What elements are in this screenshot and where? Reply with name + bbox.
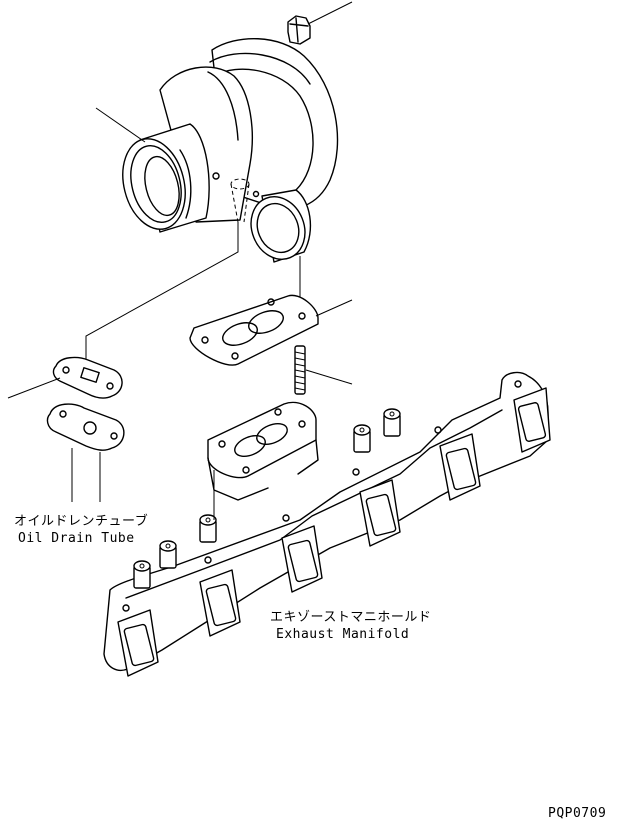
- exhaust-manifold-label-en: Exhaust Manifold: [276, 627, 410, 642]
- stud-bolt-icon: [294, 345, 353, 395]
- drawing-code: PQP0709: [548, 806, 607, 821]
- turbocharger-icon: [122, 37, 339, 263]
- oil-drain-tube-label-jp: オイルドレンチューブ: [14, 514, 149, 529]
- oil-drain-flange-icon: [46, 403, 125, 502]
- turbo-gasket-icon: [189, 294, 319, 366]
- exhaust-manifold-label-jp: エキゾーストマニホールド: [270, 610, 432, 625]
- oil-drain-gasket-icon: [52, 356, 123, 399]
- exhaust-manifold-icon: [103, 371, 551, 677]
- turbo-mounting-nut-icon: [287, 1, 353, 45]
- oil-drain-tube-label-en: Oil Drain Tube: [18, 531, 135, 546]
